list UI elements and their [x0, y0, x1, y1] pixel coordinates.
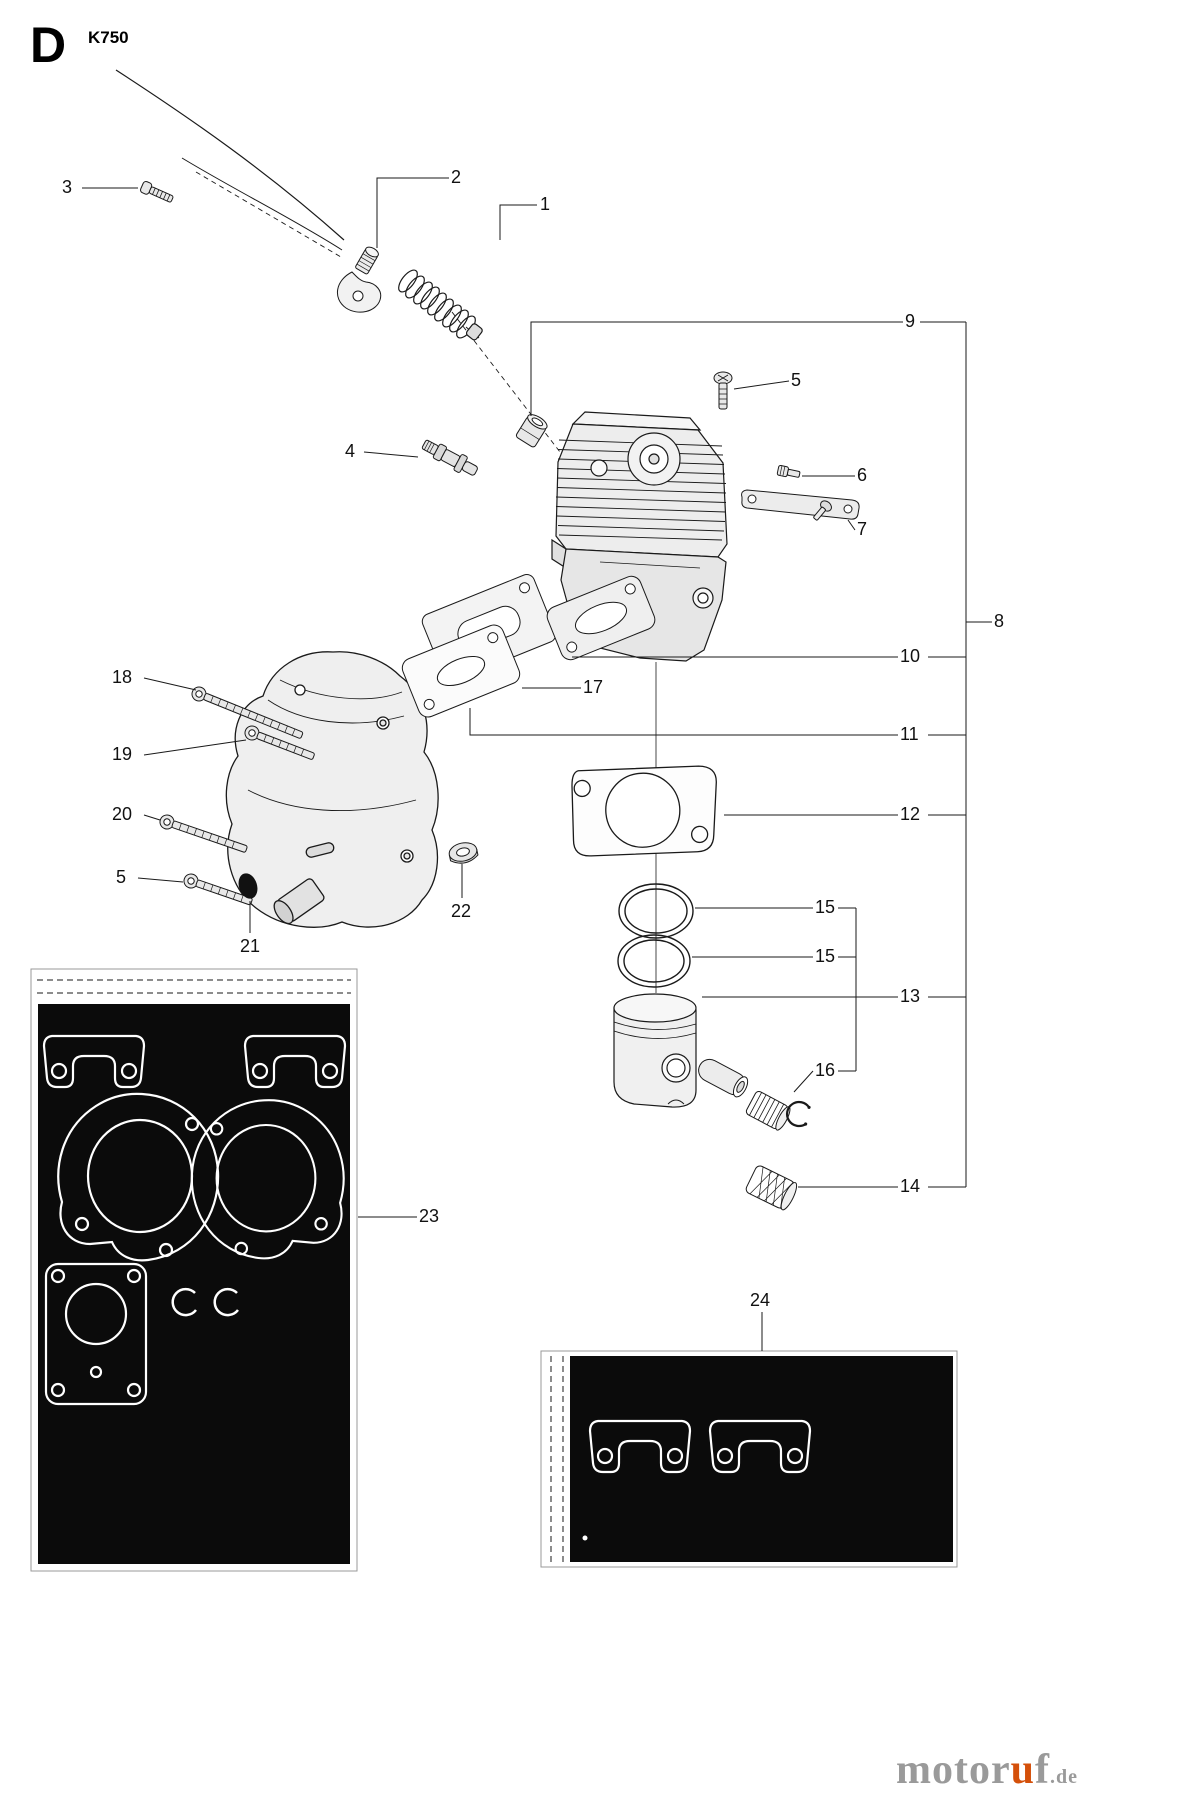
callout-15-a: 15: [815, 897, 836, 917]
callout-3: 3: [62, 177, 73, 197]
callout-15-b: 15: [815, 946, 836, 966]
callout-24: 24: [750, 1290, 771, 1310]
screw-19-illustration: [244, 725, 315, 760]
screw-20-illustration: [159, 814, 248, 853]
screw-3-illustration: [140, 180, 174, 203]
intake-manifold-illustration: [546, 575, 656, 661]
watermark-text-suffix: .de: [1049, 1766, 1078, 1788]
screw-5-bottom-illustration: [183, 873, 253, 906]
callout-6: 6: [857, 465, 868, 485]
intake-sleeve-illustration: [515, 414, 548, 448]
model-label: K750: [88, 28, 129, 47]
kit-circlip-b: [213, 1287, 239, 1317]
callout-4: 4: [345, 441, 356, 461]
cable-spring-illustration: [398, 269, 483, 341]
leader-lines: [82, 177, 992, 1351]
gasket-kit-bag-23: [30, 968, 358, 1572]
callout-5-bottom: 5: [116, 867, 127, 887]
piston-rings-illustration: [617, 883, 694, 988]
gasket-kit-bag-24: [540, 1350, 958, 1568]
base-gasket-12-illustration: [571, 765, 717, 857]
callout-19: 19: [112, 744, 133, 764]
callout-18: 18: [112, 667, 133, 687]
kit-cylinder-base-gasket: [44, 1262, 148, 1406]
bracket-7-illustration: [741, 489, 860, 521]
screw-18-illustration: [191, 686, 304, 739]
callout-23: 23: [419, 1206, 440, 1226]
needle-bearing-14-illustration: [745, 1165, 798, 1211]
callout-8: 8: [994, 611, 1005, 631]
section-letter: D: [30, 17, 67, 73]
callout-17: 17: [583, 677, 604, 697]
callout-5-top: 5: [791, 370, 802, 390]
callout-9: 9: [905, 311, 916, 331]
callout-10: 10: [900, 646, 921, 666]
kit-circlip-a: [171, 1287, 197, 1317]
circlip-illustration: [785, 1100, 811, 1128]
piston-illustration: [613, 993, 697, 1108]
cable-adjuster-illustration: [337, 246, 382, 313]
wrist-pin-illustration: [698, 1058, 749, 1098]
o-ring-21-illustration: [238, 873, 258, 899]
callout-21: 21: [240, 936, 261, 956]
screw-5-top-illustration: [713, 371, 733, 410]
nut-22-illustration: [448, 842, 479, 864]
watermark-text-gray2: f: [1034, 1747, 1050, 1793]
watermark-logo: motoruf.de: [896, 1746, 1078, 1794]
callout-2: 2: [451, 167, 462, 187]
needle-bearing-upper-illustration: [745, 1090, 791, 1131]
muffler-illustration: [225, 651, 439, 928]
plug-screw-6-illustration: [776, 464, 801, 478]
callout-7: 7: [857, 519, 868, 539]
pulse-fitting-illustration: [421, 439, 478, 476]
callout-20: 20: [112, 804, 133, 824]
callout-13: 13: [900, 986, 921, 1006]
callout-22: 22: [451, 901, 472, 921]
callout-12: 12: [900, 804, 921, 824]
watermark-text-accent: u: [1010, 1747, 1035, 1793]
watermark-text-gray1: motor: [896, 1747, 1011, 1793]
callout-16: 16: [815, 1060, 836, 1080]
callout-14: 14: [900, 1176, 921, 1196]
callout-11: 11: [900, 724, 919, 744]
callout-1: 1: [540, 194, 551, 214]
muffler-gasket-11-illustration: [401, 624, 521, 718]
